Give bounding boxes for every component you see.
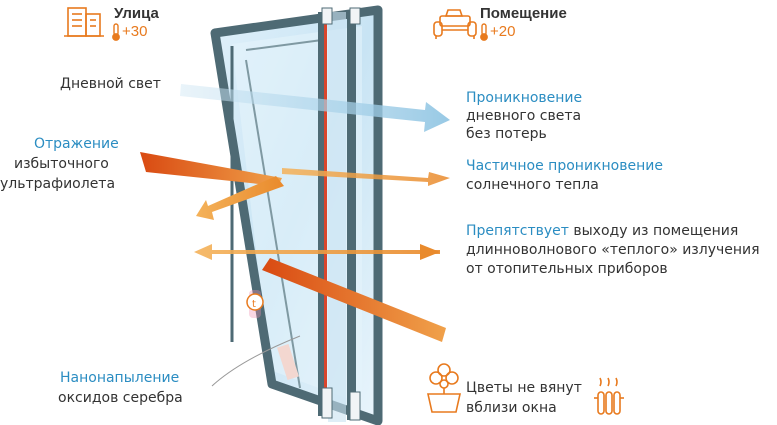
building-icon (64, 7, 104, 37)
svg-text:t: t (252, 299, 256, 310)
partial-heat-label-highlight: Частичное проникновение (466, 158, 663, 174)
room-title: Помещение (480, 5, 567, 22)
thermometer-icon (480, 23, 488, 41)
flowers-label-line1: Цветы не вянут (466, 380, 582, 396)
prevents-label-line2: длинноволнового «теплого» излучения (466, 242, 760, 258)
prevents-label-line3: от отопительных приборов (466, 261, 668, 277)
sofa-icon (433, 9, 477, 39)
nano-coating-label-highlight: Нанонапыление (60, 370, 180, 386)
longwave-radiation-arrow (194, 244, 440, 260)
street-title: Улица (114, 5, 159, 22)
daylight-label: Дневной свет (60, 76, 161, 92)
nano-leader-line (211, 335, 301, 387)
flowers-label-line2: вблизи окна (466, 400, 557, 416)
daylight-arrow (180, 84, 450, 132)
thermometer-icon (112, 23, 120, 41)
radiator-icon (594, 377, 624, 415)
reflection-label-line3: ультрафиолета (0, 176, 116, 192)
reflection-label-line2: избыточного (14, 156, 109, 172)
blocked-radiation-arrow (262, 258, 446, 342)
nano-coating-label-line2: оксидов серебра (58, 390, 183, 406)
frame-stamp: t (246, 290, 299, 381)
penetration-label-highlight: Проникновение (466, 90, 583, 106)
prevents-label-line1: Препятствует выходу из помещения (466, 221, 738, 241)
room-temperature: +20 (490, 23, 516, 40)
partial-heat-arrow (282, 168, 450, 186)
reflected-uv-arrow (140, 152, 284, 220)
street-temperature: +30 (122, 23, 148, 40)
prevents-label-rest: выходу из помещения (573, 223, 739, 239)
partial-heat-label-line2: солнечного тепла (466, 177, 599, 193)
penetration-label-line3: без потерь (466, 126, 547, 142)
flower-pot-icon (427, 363, 461, 413)
penetration-label-line2: дневного света (466, 108, 582, 124)
spacer-bars (318, 7, 361, 422)
prevents-label-highlight: Препятствует (466, 223, 569, 239)
reflection-label-highlight: Отражение (34, 136, 119, 152)
